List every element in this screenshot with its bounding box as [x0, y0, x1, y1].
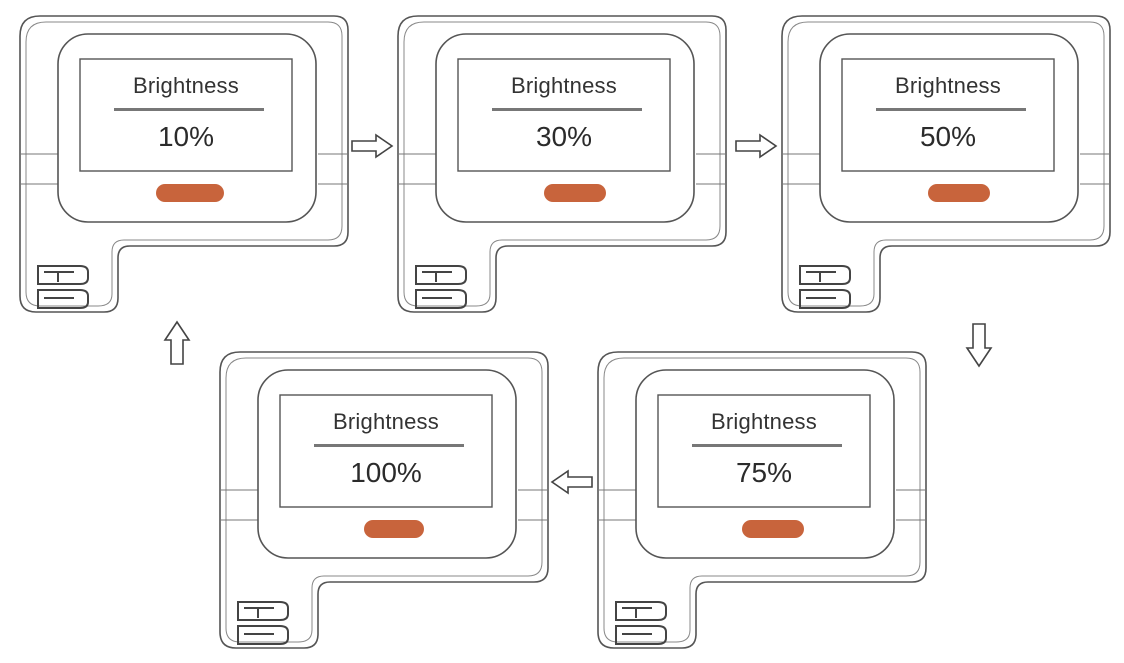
- display-unit-body: [597, 351, 927, 649]
- screen-content: Brightness 100%: [280, 395, 492, 507]
- screen-content: Brightness 75%: [658, 395, 870, 507]
- connector-icon: [615, 601, 667, 645]
- label-divider: [692, 444, 842, 447]
- display-unit-body: [397, 15, 727, 313]
- brightness-value: 30%: [535, 121, 593, 152]
- connector-icon: [37, 265, 89, 309]
- arrow-left-icon: [550, 469, 593, 495]
- brightness-value: 50%: [919, 121, 977, 152]
- arrow-down-icon: [965, 323, 993, 368]
- display-button: [364, 520, 424, 538]
- display-unit-4: Brightness 75%: [596, 350, 927, 650]
- display-unit-2: Brightness 30%: [396, 14, 727, 314]
- connector-icon: [415, 265, 467, 309]
- display-unit-body: [781, 15, 1111, 313]
- brightness-label: Brightness: [711, 409, 817, 434]
- display-unit-1: Brightness 10%: [18, 14, 349, 314]
- display-button: [928, 184, 990, 202]
- display-unit-body: [19, 15, 349, 313]
- label-divider: [114, 108, 264, 111]
- brightness-value: 100%: [350, 457, 422, 488]
- brightness-label: Brightness: [333, 409, 439, 434]
- brightness-value: 10%: [157, 121, 215, 152]
- brightness-label: Brightness: [133, 73, 239, 98]
- display-button: [544, 184, 606, 202]
- display-unit-body: [219, 351, 549, 649]
- display-unit-5: Brightness 100%: [218, 350, 549, 650]
- arrow-right-icon: [351, 133, 394, 159]
- label-divider: [492, 108, 642, 111]
- display-button: [156, 184, 224, 202]
- connector-icon: [237, 601, 289, 645]
- arrow-right-icon: [735, 133, 778, 159]
- label-divider: [314, 444, 464, 447]
- arrow-up-icon: [163, 320, 191, 365]
- brightness-label: Brightness: [895, 73, 1001, 98]
- display-button: [742, 520, 804, 538]
- brightness-value: 75%: [735, 457, 793, 488]
- display-unit-3: Brightness 50%: [780, 14, 1111, 314]
- brightness-label: Brightness: [511, 73, 617, 98]
- screen-content: Brightness 30%: [458, 59, 670, 171]
- connector-icon: [799, 265, 851, 309]
- label-divider: [876, 108, 1026, 111]
- screen-content: Brightness 10%: [80, 59, 292, 171]
- screen-content: Brightness 50%: [842, 59, 1054, 171]
